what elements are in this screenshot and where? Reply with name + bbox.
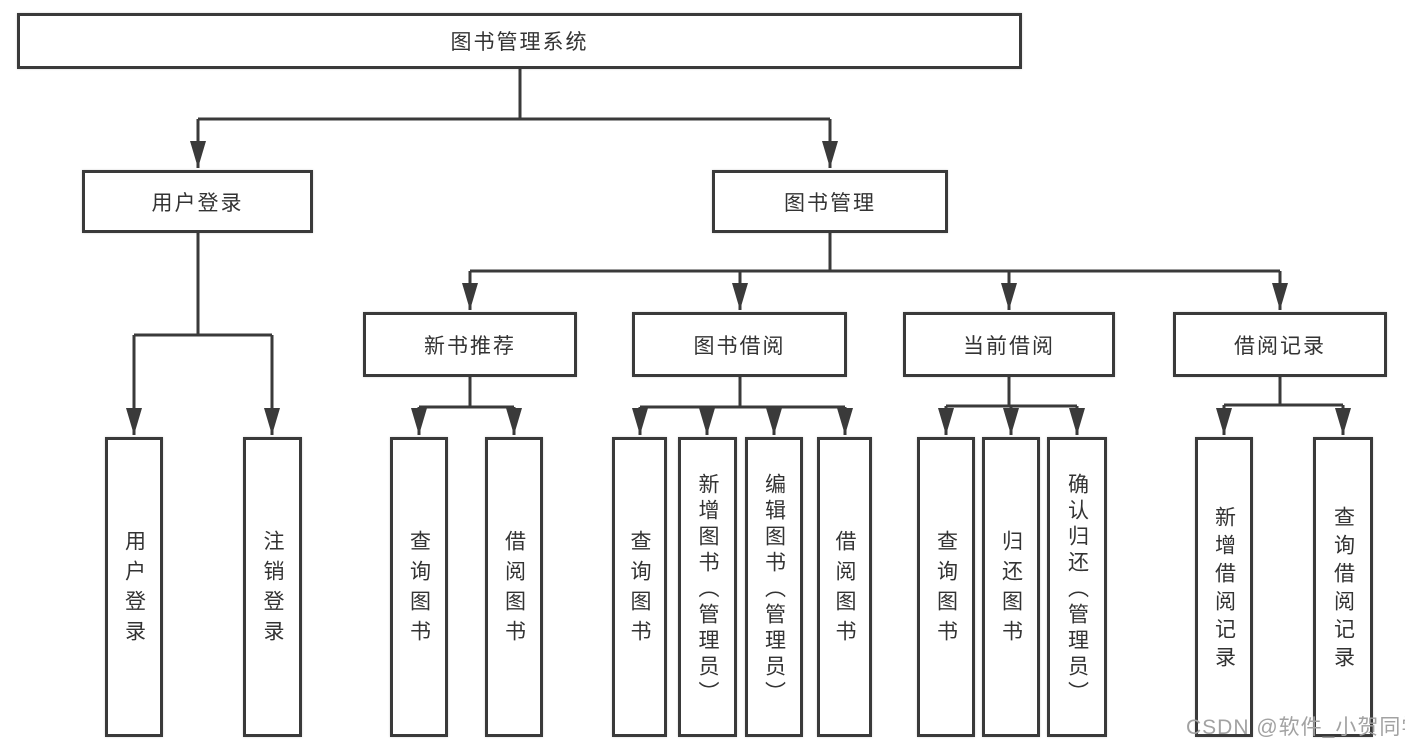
leaf-borrow-books-recommend: 借阅图书 — [485, 437, 543, 737]
node-root-system: 图书管理系统 — [17, 13, 1022, 69]
leaf-query-books-borrow: 查询图书 — [612, 437, 667, 737]
leaf-borrow-books: 借阅图书 — [817, 437, 872, 737]
node-new-book-recommend: 新书推荐 — [363, 312, 577, 377]
node-book-management: 图书管理 — [712, 170, 948, 233]
node-user-login-group: 用户登录 — [82, 170, 313, 233]
node-current-borrow: 当前借阅 — [903, 312, 1115, 377]
leaf-user-login: 用户登录 — [105, 437, 163, 737]
leaf-query-books-current: 查询图书 — [917, 437, 975, 737]
leaf-add-books-admin: 新增图书（管理员） — [678, 437, 737, 737]
leaf-query-borrow-record: 查询借阅记录 — [1313, 437, 1373, 737]
node-borrow-records: 借阅记录 — [1173, 312, 1387, 377]
leaf-query-books-recommend: 查询图书 — [390, 437, 448, 737]
leaf-edit-books-admin: 编辑图书（管理员） — [745, 437, 803, 737]
leaf-logout: 注销登录 — [243, 437, 302, 737]
leaf-add-borrow-record: 新增借阅记录 — [1195, 437, 1253, 737]
node-book-borrow: 图书借阅 — [632, 312, 847, 377]
leaf-return-books: 归还图书 — [982, 437, 1040, 737]
csdn-watermark: CSDN @软件_小贺同学 — [1186, 716, 1405, 739]
leaf-confirm-return-admin: 确认归还（管理员） — [1047, 437, 1107, 737]
